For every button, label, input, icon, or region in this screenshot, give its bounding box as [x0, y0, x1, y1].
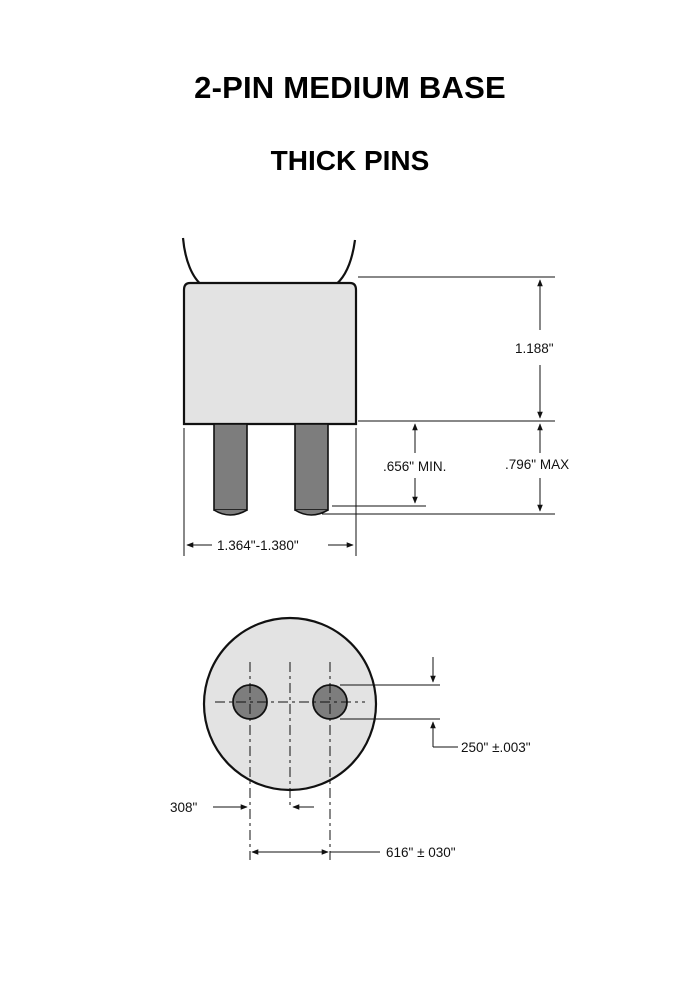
dim-half-spacing: 308": [170, 800, 314, 815]
dim-base-height: 1.188": [515, 279, 554, 419]
overall-pin-label: .796" MAX: [505, 457, 569, 472]
bulb-neck-left: [181, 237, 204, 287]
dim-pin-diameter: 250" ±.003": [430, 657, 531, 755]
centerlines: [215, 662, 365, 860]
drawing-title: 2-PIN MEDIUM BASE: [194, 70, 506, 105]
pin-diameter-extensions: [340, 684, 440, 720]
dim-pin-length: .656" MIN.: [383, 423, 446, 504]
drawing-subtitle: THICK PINS: [270, 145, 430, 176]
extension-lines: [183, 276, 555, 556]
side-view: 1.188" .656" MIN. .796" MAX 1.364"-1.380…: [181, 237, 569, 556]
dim-pin-spacing: 616" ± 030": [251, 845, 456, 860]
pin-length-label: .656" MIN.: [383, 459, 446, 474]
pin-diameter-label: 250" ±.003": [461, 740, 531, 755]
half-spacing-label: 308": [170, 800, 198, 815]
base-width-label: 1.364"-1.380": [217, 538, 299, 553]
dim-overall-pin: .796" MAX: [505, 423, 569, 512]
base-height-label: 1.188": [515, 341, 554, 356]
bulb-neck-right: [333, 239, 357, 287]
dim-base-width: 1.364"-1.380": [186, 538, 354, 553]
pin-left: [213, 423, 248, 516]
pin-right: [294, 423, 329, 516]
lamp-base-body: [182, 281, 358, 426]
pin-spacing-label: 616" ± 030": [386, 845, 456, 860]
bottom-view: 250" ±.003" 308" 616" ± 030": [170, 616, 531, 860]
